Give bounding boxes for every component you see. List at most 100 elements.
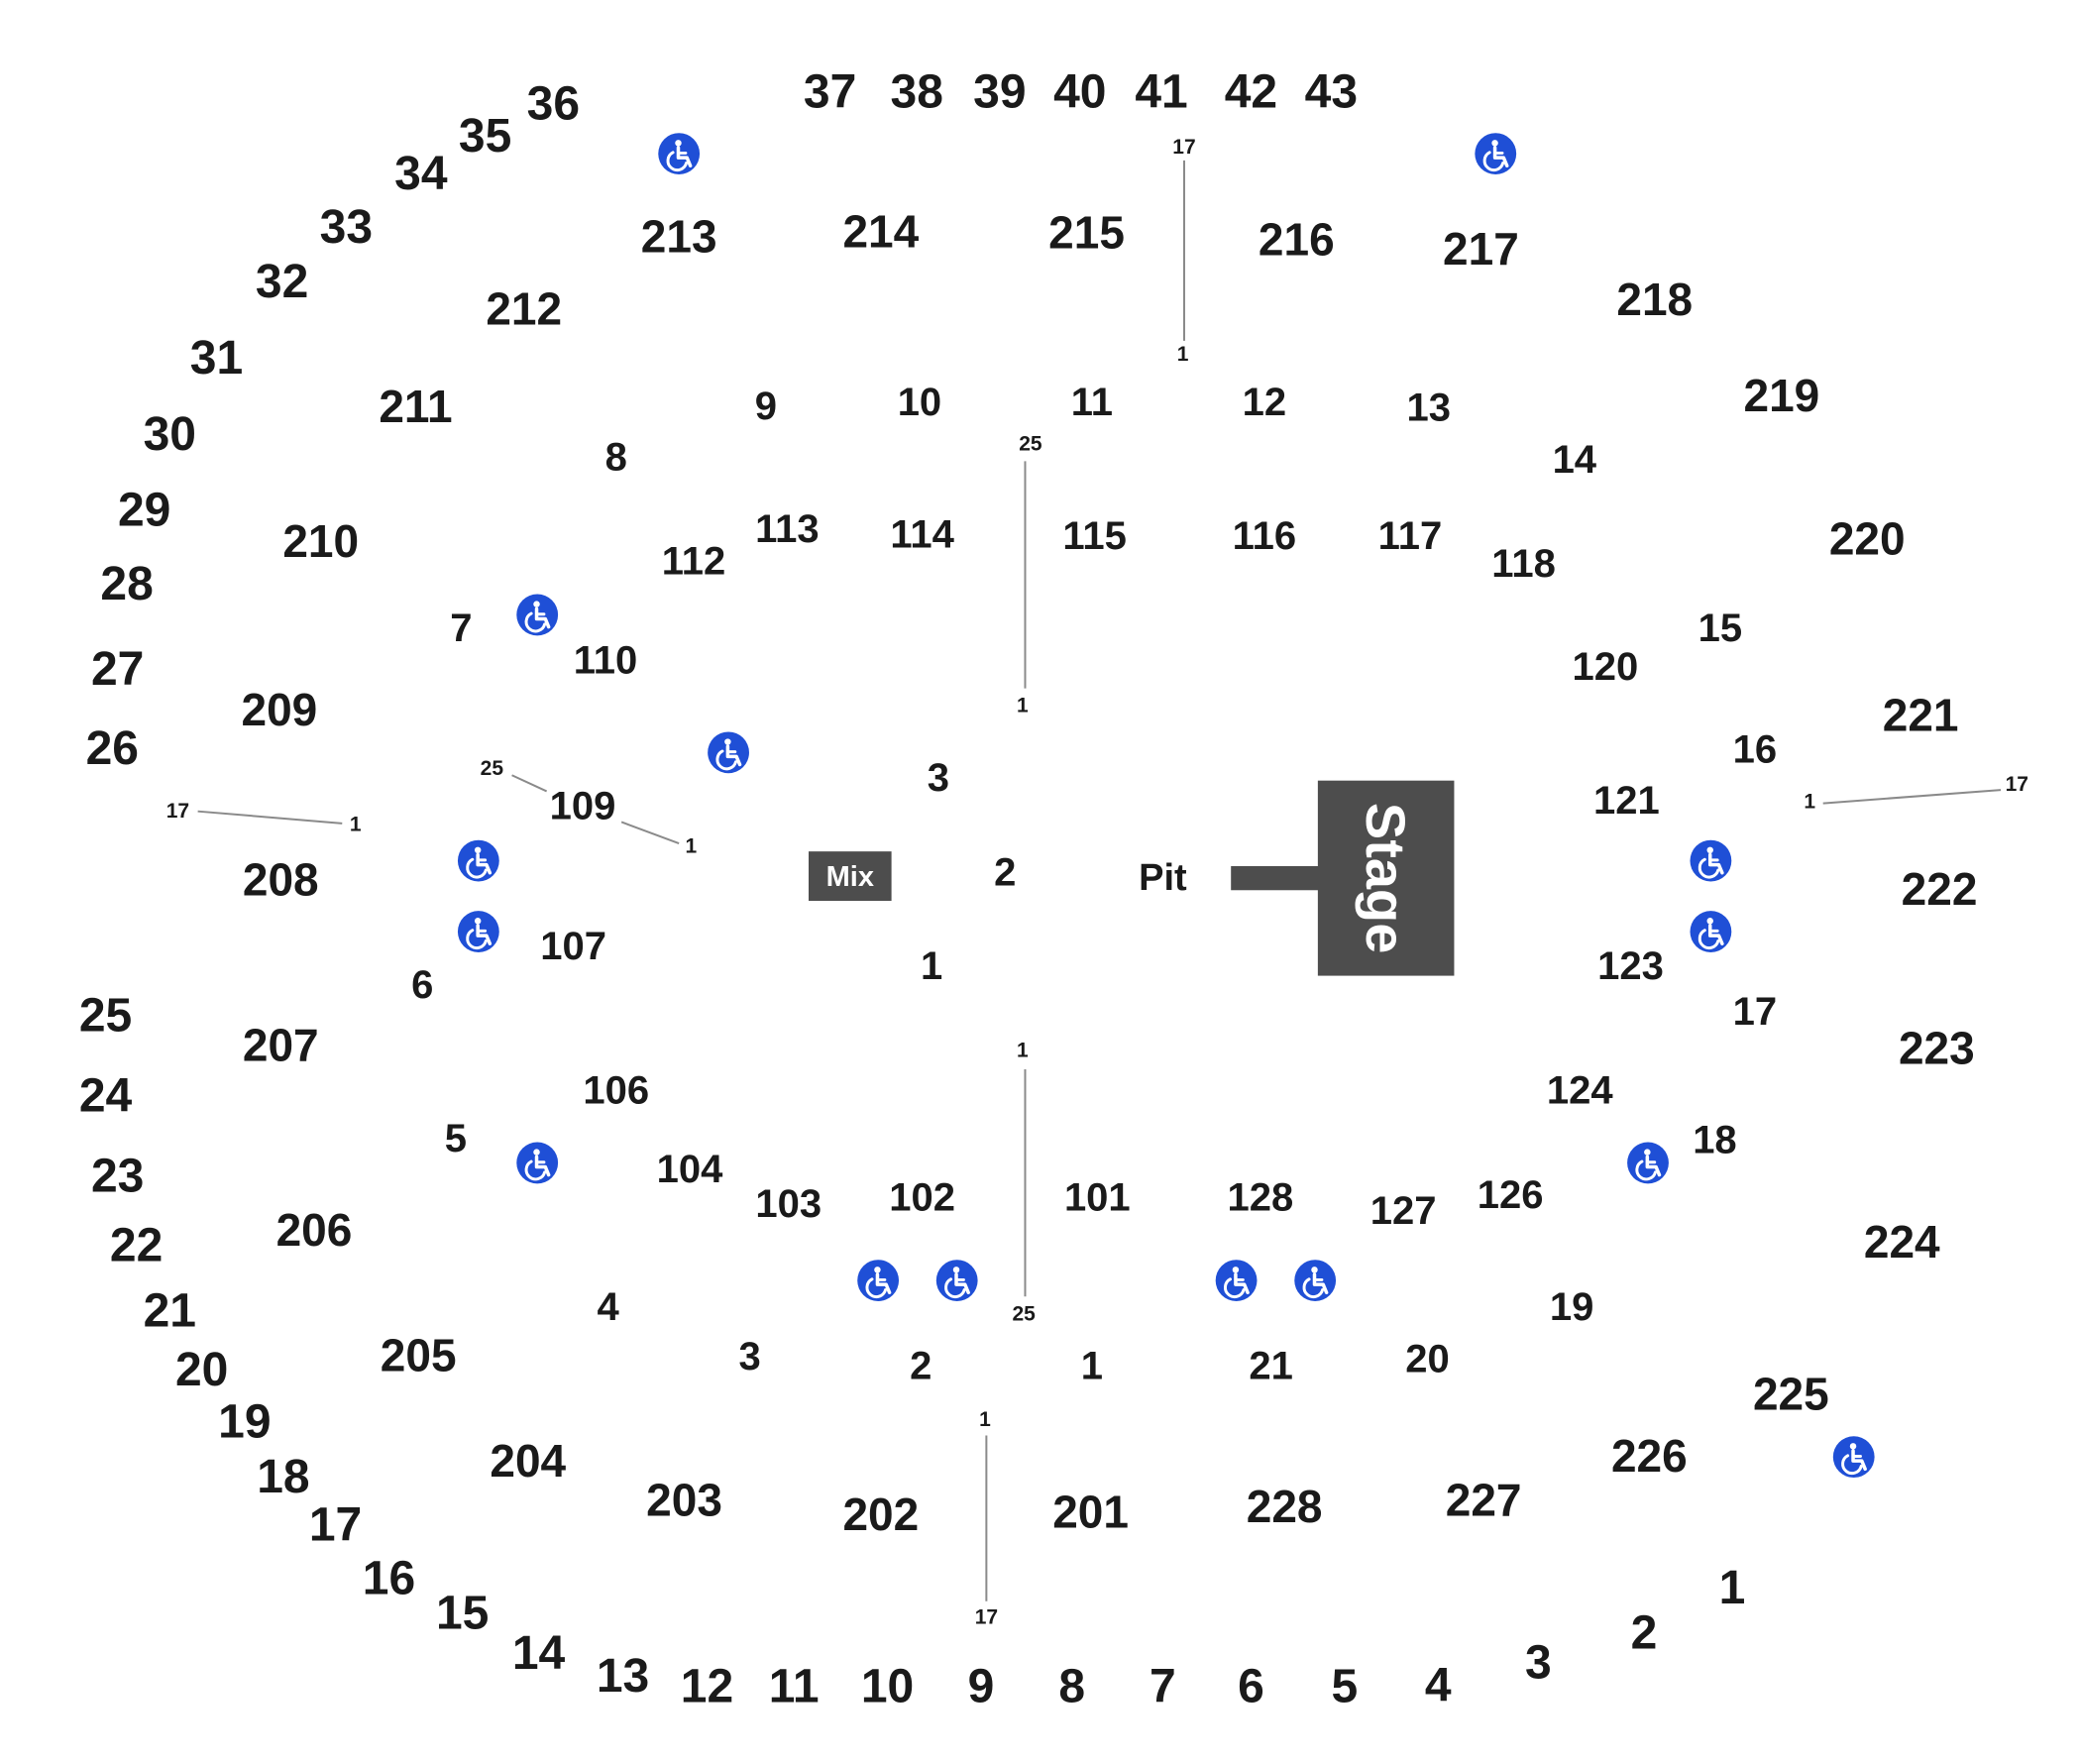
upper-section-34[interactable]: 34 (394, 148, 448, 200)
section-121[interactable]: 121 (1593, 779, 1660, 823)
section-220[interactable]: 220 (1829, 513, 1906, 565)
upper-section-12[interactable]: 12 (681, 1661, 733, 1713)
upper-section-17[interactable]: 17 (309, 1498, 362, 1551)
section-202[interactable]: 202 (842, 1488, 919, 1540)
upper-section-35[interactable]: 35 (459, 110, 511, 163)
section-201[interactable]: 201 (1052, 1486, 1129, 1537)
section-219[interactable]: 219 (1744, 370, 1820, 421)
aisle-6[interactable]: 6 (411, 963, 433, 1007)
section-106[interactable]: 106 (583, 1069, 649, 1113)
section-226[interactable]: 226 (1611, 1430, 1688, 1482)
section-209[interactable]: 209 (242, 684, 318, 735)
upper-section-18[interactable]: 18 (257, 1451, 309, 1503)
upper-section-27[interactable]: 27 (91, 643, 144, 696)
upper-section-26[interactable]: 26 (86, 722, 139, 775)
aisle-10[interactable]: 10 (898, 381, 942, 424)
upper-section-5[interactable]: 5 (1331, 1661, 1358, 1713)
aisle-20[interactable]: 20 (1405, 1338, 1450, 1381)
upper-section-21[interactable]: 21 (144, 1285, 196, 1338)
upper-section-36[interactable]: 36 (527, 78, 580, 131)
upper-section-13[interactable]: 13 (597, 1650, 649, 1703)
section-126[interactable]: 126 (1478, 1173, 1544, 1217)
aisle-15[interactable]: 15 (1698, 606, 1743, 650)
section-211[interactable]: 211 (379, 381, 452, 432)
aisle-13[interactable]: 13 (1407, 386, 1452, 429)
upper-section-9[interactable]: 9 (968, 1661, 995, 1713)
upper-section-31[interactable]: 31 (190, 332, 243, 385)
upper-section-7[interactable]: 7 (1150, 1661, 1176, 1713)
upper-section-37[interactable]: 37 (804, 66, 856, 119)
section-225[interactable]: 225 (1753, 1369, 1829, 1420)
section-204[interactable]: 204 (490, 1435, 566, 1487)
section-227[interactable]: 227 (1446, 1474, 1522, 1525)
aisle-1[interactable]: 1 (1081, 1344, 1103, 1387)
section-214[interactable]: 214 (842, 205, 919, 257)
aisle-4[interactable]: 4 (598, 1285, 620, 1329)
aisle-18[interactable]: 18 (1693, 1118, 1737, 1161)
section-205[interactable]: 205 (381, 1330, 457, 1381)
upper-section-3[interactable]: 3 (1525, 1636, 1552, 1689)
upper-section-43[interactable]: 43 (1305, 66, 1358, 119)
section-117[interactable]: 117 (1378, 514, 1443, 558)
section-222[interactable]: 222 (1902, 863, 1978, 915)
aisle-16[interactable]: 16 (1733, 728, 1778, 772)
upper-section-28[interactable]: 28 (100, 558, 153, 610)
pit-label[interactable]: Pit (1139, 857, 1187, 899)
upper-section-32[interactable]: 32 (256, 256, 308, 308)
section-104[interactable]: 104 (657, 1148, 723, 1191)
section-128[interactable]: 128 (1227, 1175, 1293, 1219)
section-103[interactable]: 103 (755, 1182, 821, 1226)
upper-section-22[interactable]: 22 (110, 1220, 163, 1272)
section-203[interactable]: 203 (646, 1474, 722, 1525)
aisle-19[interactable]: 19 (1550, 1285, 1594, 1329)
section-101[interactable]: 101 (1064, 1175, 1131, 1219)
aisle-17[interactable]: 17 (1733, 990, 1778, 1034)
aisle-14[interactable]: 14 (1553, 438, 1597, 482)
section-208[interactable]: 208 (243, 853, 319, 905)
section-113[interactable]: 113 (755, 507, 820, 551)
upper-section-41[interactable]: 41 (1135, 66, 1187, 119)
upper-section-19[interactable]: 19 (218, 1396, 271, 1449)
section-114[interactable]: 114 (890, 512, 954, 556)
aisle-11[interactable]: 11 (1071, 381, 1113, 424)
upper-section-1[interactable]: 1 (1719, 1562, 1746, 1614)
section-115[interactable]: 115 (1062, 514, 1127, 558)
section-107[interactable]: 107 (540, 925, 606, 968)
section-213[interactable]: 213 (641, 211, 717, 263)
upper-section-40[interactable]: 40 (1053, 66, 1106, 119)
section-221[interactable]: 221 (1883, 690, 1959, 741)
upper-section-15[interactable]: 15 (436, 1587, 489, 1639)
section-118[interactable]: 118 (1491, 542, 1556, 586)
section-210[interactable]: 210 (282, 515, 359, 567)
section-218[interactable]: 218 (1616, 274, 1693, 325)
section-216[interactable]: 216 (1259, 213, 1335, 265)
upper-section-23[interactable]: 23 (91, 1150, 144, 1202)
section-207[interactable]: 207 (243, 1020, 319, 1071)
section-102[interactable]: 102 (889, 1175, 955, 1219)
upper-section-30[interactable]: 30 (144, 408, 196, 461)
aisle-21[interactable]: 21 (1249, 1344, 1293, 1387)
upper-section-38[interactable]: 38 (891, 66, 943, 119)
floor-section-3[interactable]: 3 (928, 756, 949, 800)
section-215[interactable]: 215 (1048, 207, 1125, 259)
upper-section-10[interactable]: 10 (861, 1661, 914, 1713)
section-116[interactable]: 116 (1233, 514, 1297, 558)
section-109[interactable]: 109 (550, 784, 616, 827)
section-112[interactable]: 112 (662, 539, 726, 583)
aisle-2[interactable]: 2 (910, 1344, 931, 1387)
upper-section-2[interactable]: 2 (1631, 1607, 1658, 1660)
stage[interactable] (1317, 780, 1455, 976)
section-224[interactable]: 224 (1864, 1216, 1940, 1268)
upper-section-33[interactable]: 33 (320, 201, 373, 254)
aisle-3[interactable]: 3 (739, 1335, 761, 1378)
upper-section-42[interactable]: 42 (1225, 66, 1277, 119)
section-217[interactable]: 217 (1443, 223, 1519, 275)
upper-section-39[interactable]: 39 (973, 66, 1026, 119)
upper-section-14[interactable]: 14 (512, 1627, 566, 1680)
upper-section-25[interactable]: 25 (79, 990, 132, 1043)
aisle-5[interactable]: 5 (445, 1117, 467, 1160)
section-123[interactable]: 123 (1597, 944, 1664, 988)
aisle-7[interactable]: 7 (450, 606, 472, 650)
mix-position[interactable] (808, 851, 892, 902)
upper-section-4[interactable]: 4 (1425, 1659, 1452, 1711)
